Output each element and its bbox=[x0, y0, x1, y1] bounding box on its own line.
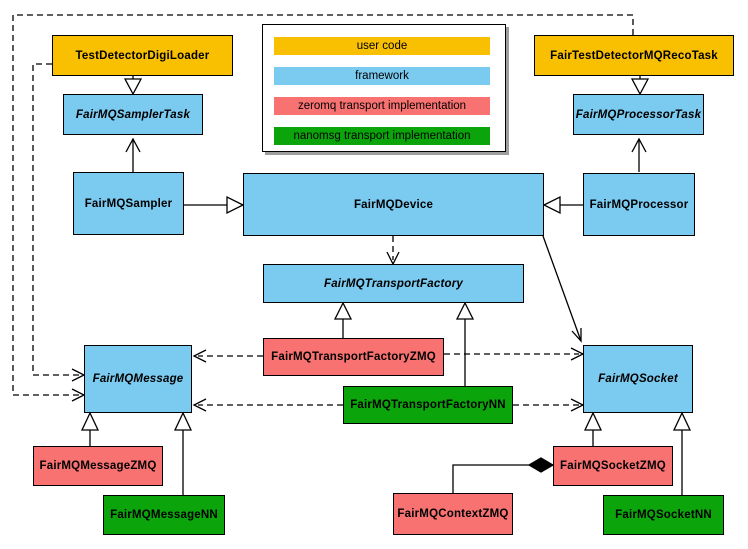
edge-socketzmq-socket-triangle bbox=[583, 411, 603, 431]
edge-processor-processortask-arrowhead bbox=[631, 137, 647, 153]
class-box-fairmqprocessortask: FairMQProcessorTask bbox=[573, 94, 704, 135]
class-label: FairMQMessageZMQ bbox=[39, 460, 157, 472]
class-box-fairmqmessagezmq: FairMQMessageZMQ bbox=[33, 446, 163, 486]
class-box-fairmqtransportfactoryzmq: FairMQTransportFactoryZMQ bbox=[263, 338, 444, 376]
class-box-testdetectordigiloader: TestDetectorDigiLoader bbox=[52, 35, 233, 76]
edge-contextzmq-socketzmq bbox=[452, 464, 529, 493]
class-label: FairMQSamplerTask bbox=[75, 108, 191, 121]
class-box-fairmqsocketzmq: FairMQSocketZMQ bbox=[553, 446, 673, 486]
class-box-fairmqdevice: FairMQDevice bbox=[243, 173, 544, 236]
edge-processor-device-triangle bbox=[542, 195, 561, 215]
class-box-fairmqtransportfactory: FairMQTransportFactory bbox=[263, 264, 524, 303]
legend-item-user-code: user code bbox=[274, 37, 490, 55]
class-box-fairmqsampler: FairMQSampler bbox=[73, 172, 184, 235]
legend-label: nanomsg transport implementation bbox=[293, 130, 471, 142]
edge-messagezmq-message-triangle bbox=[80, 411, 100, 431]
class-label: FairMQContextZMQ bbox=[397, 508, 509, 520]
class-box-fairmqtransportfactorynn: FairMQTransportFactoryNN bbox=[343, 386, 513, 424]
class-label: FairMQMessage bbox=[92, 373, 184, 385]
edge-digiloader-message bbox=[32, 63, 80, 376]
legend-item-zeromq: zeromq transport implementation bbox=[274, 97, 490, 115]
class-label: TestDetectorDigiLoader bbox=[75, 49, 210, 62]
edge-factorynn-factory-triangle bbox=[455, 301, 475, 320]
edge-factorynn-message-arrowhead bbox=[192, 398, 207, 412]
class-box-fairmqmessage: FairMQMessage bbox=[84, 345, 192, 413]
edge-contextzmq-socketzmq-diamond bbox=[527, 457, 555, 473]
legend-box: user code framework zeromq transport imp… bbox=[262, 24, 506, 152]
class-label: FairMQMessageNN bbox=[110, 509, 218, 521]
edge-recotask-message bbox=[12, 14, 634, 396]
class-box-fairtestdetectormqrecotask: FairTestDetectorMQRecoTask bbox=[534, 35, 734, 76]
class-label: FairMQSampler bbox=[84, 197, 173, 210]
class-label: FairTestDetectorMQRecoTask bbox=[550, 49, 718, 62]
class-label: FairMQSocket bbox=[598, 373, 678, 385]
edge-factoryzmq-message-arrowhead bbox=[192, 349, 207, 363]
class-label: FairMQTransportFactory bbox=[323, 277, 464, 290]
edge-sampler-device-triangle bbox=[226, 195, 245, 215]
edge-factoryzmq-factory-triangle bbox=[333, 301, 353, 320]
legend-label: zeromq transport implementation bbox=[297, 100, 467, 112]
legend-label: user code bbox=[356, 40, 408, 52]
class-box-fairmqcontextzmq: FairMQContextZMQ bbox=[393, 493, 513, 535]
class-label: FairMQSocketZMQ bbox=[560, 460, 666, 472]
class-label: FairMQSocketNN bbox=[615, 509, 712, 521]
class-box-fairmqmessagenn: FairMQMessageNN bbox=[103, 495, 225, 535]
class-box-fairmqsocket: FairMQSocket bbox=[583, 345, 693, 413]
legend-item-nanomsg: nanomsg transport implementation bbox=[274, 127, 490, 145]
class-label: FairMQProcessorTask bbox=[575, 108, 702, 121]
edge-device-socket bbox=[542, 235, 582, 342]
class-box-fairmqsocketnn: FairMQSocketNN bbox=[603, 495, 724, 535]
class-box-fairmqsamplertask: FairMQSamplerTask bbox=[63, 94, 203, 135]
edge-socketnn-socket-triangle bbox=[672, 411, 692, 431]
edge-messagenn-message-triangle bbox=[173, 411, 193, 431]
edge-digiloader-samplertask-triangle bbox=[123, 78, 143, 96]
edge-recotask-processortask-triangle bbox=[630, 78, 650, 96]
class-label: FairMQProcessor bbox=[589, 198, 689, 211]
class-label: FairMQTransportFactoryNN bbox=[350, 399, 506, 411]
legend-item-framework: framework bbox=[274, 67, 490, 85]
class-label: FairMQTransportFactoryZMQ bbox=[271, 351, 436, 363]
legend-label: framework bbox=[355, 70, 409, 82]
class-box-fairmqprocessor: FairMQProcessor bbox=[583, 173, 695, 236]
edge-sampler-samplertask-arrowhead bbox=[125, 137, 141, 153]
class-label: FairMQDevice bbox=[353, 198, 434, 211]
edge-device-socket-arrowhead bbox=[571, 328, 582, 343]
